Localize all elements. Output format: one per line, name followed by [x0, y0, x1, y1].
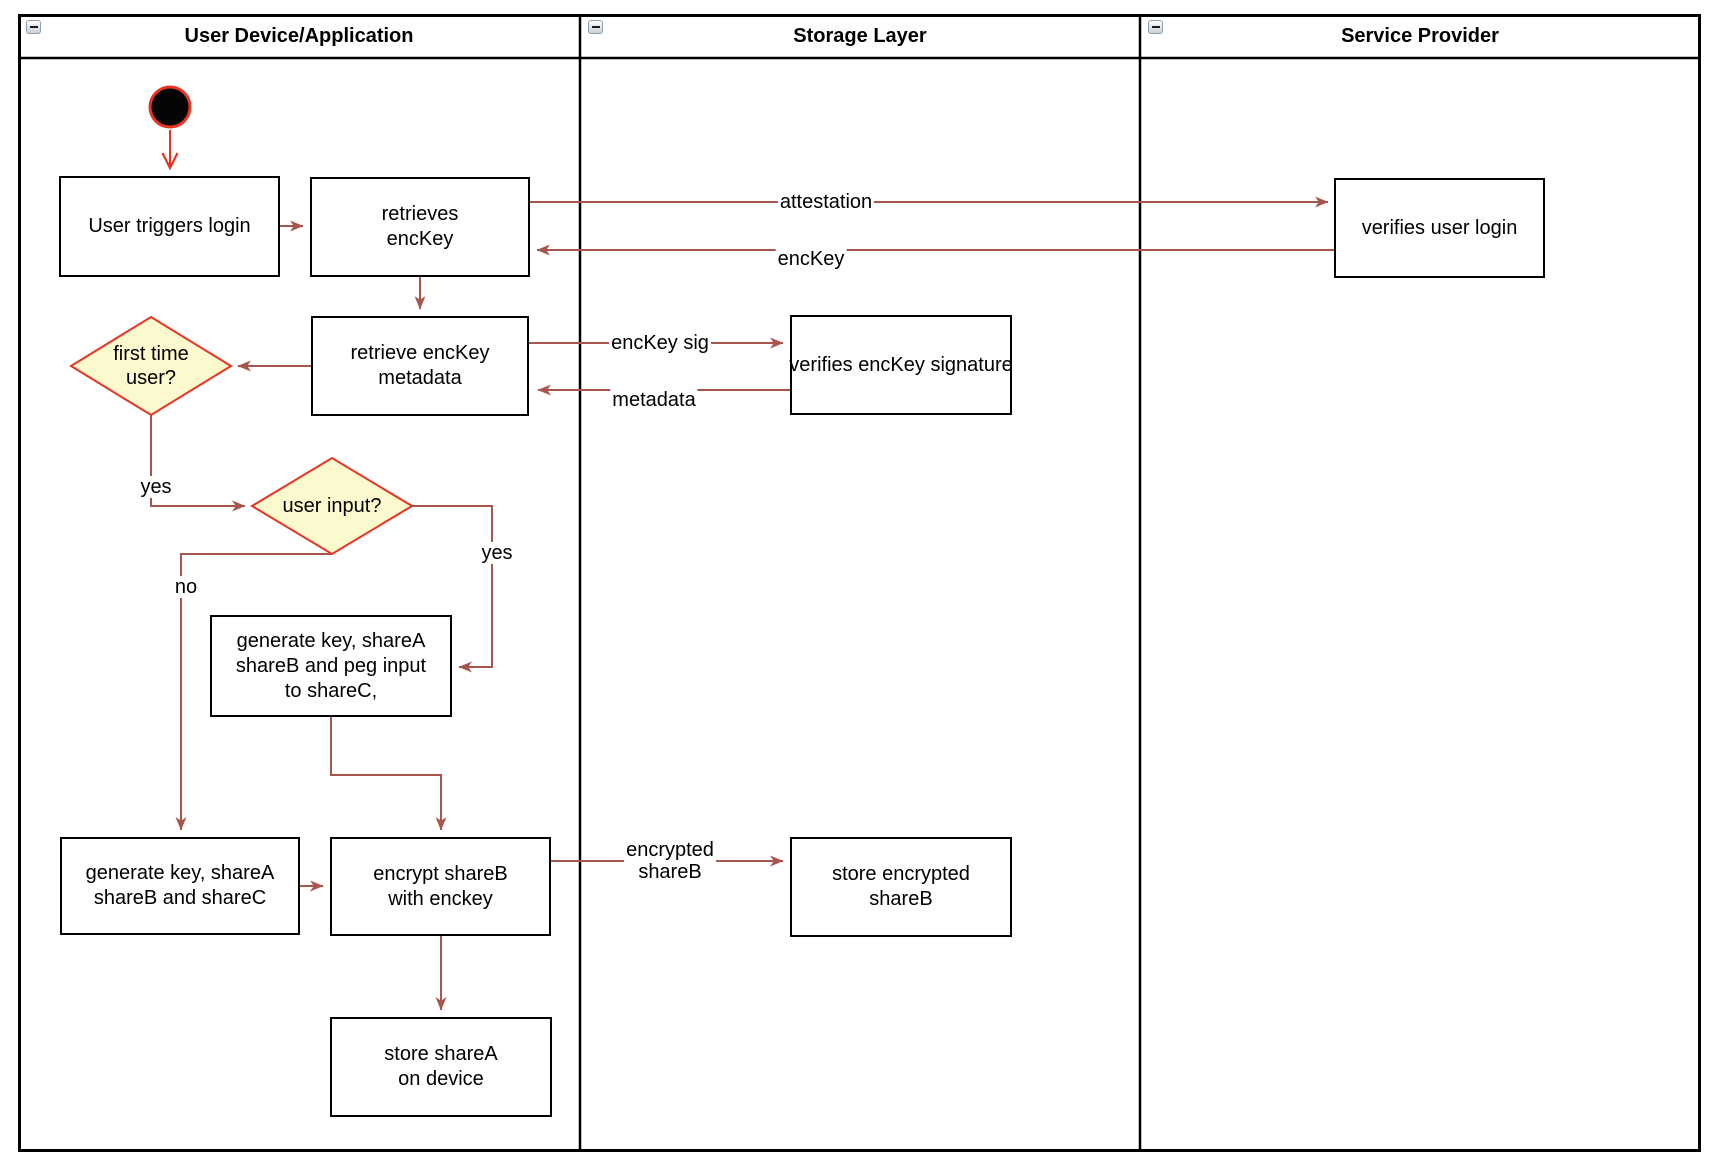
edge-label-enckey-sig: encKey sig [609, 332, 711, 354]
decision-first-time-user[interactable] [69, 315, 233, 417]
edge-userinput-yes [412, 505, 493, 673]
edge-label-enckey-return: encKey [775, 248, 847, 270]
node-verifies-user-login[interactable]: verifies user login [1334, 178, 1545, 278]
edge-peg-to-encrypt [330, 717, 447, 831]
node-verifies-enckey-signature[interactable]: verifies encKey signature [789, 315, 1013, 415]
edge-label-userinput-no: no [172, 576, 200, 598]
node-user-triggers-login[interactable]: User triggers login [59, 176, 280, 277]
decision-label-user-input: user input? [282, 495, 382, 517]
minus-glyph [591, 26, 600, 28]
decision-user-input[interactable] [250, 456, 414, 556]
lane-title-storage-layer: Storage Layer [793, 25, 927, 47]
collapse-minus-icon[interactable] [1148, 20, 1163, 34]
edge-label-firsttime-yes: yes [138, 476, 174, 498]
lane-title-user-device: User Device/Application [184, 25, 414, 47]
lane-title-service-provider: Service Provider [1341, 25, 1499, 47]
minus-glyph [29, 26, 38, 28]
node-generate-key-sharec[interactable]: generate key, shareA shareB and shareC [60, 837, 300, 935]
lane-header-user-device[interactable]: User Device/Application [18, 17, 580, 56]
start-node[interactable] [148, 85, 192, 129]
edge-label-encrypted-shareb: encrypted shareB [624, 839, 716, 883]
node-retrieves-enckey[interactable]: retrieves encKey [310, 177, 530, 277]
decision-label-first-time-user: first time user? [113, 343, 189, 389]
edge-label-metadata-return: metadata [610, 389, 698, 411]
collapse-minus-icon[interactable] [26, 20, 41, 34]
lane-header-storage-layer[interactable]: Storage Layer [580, 17, 1140, 56]
node-generate-key-peg-input[interactable]: generate key, shareA shareB and peg inpu… [210, 615, 452, 717]
edge-userinput-no [175, 553, 332, 831]
lane-header-service-provider[interactable]: Service Provider [1140, 17, 1700, 56]
node-store-sharea-on-device[interactable]: store shareA on device [330, 1017, 552, 1117]
edge-label-attestation: attestation [777, 191, 875, 213]
node-store-encrypted-shareb[interactable]: store encrypted shareB [790, 837, 1012, 937]
node-encrypt-shareb[interactable]: encrypt shareB with enckey [330, 837, 551, 936]
collapse-minus-icon[interactable] [588, 20, 603, 34]
edge-firsttime-yes [150, 415, 246, 512]
edge-label-userinput-yes: yes [479, 542, 515, 564]
minus-glyph [1151, 26, 1160, 28]
node-retrieve-enckey-metadata[interactable]: retrieve encKey metadata [311, 316, 529, 416]
